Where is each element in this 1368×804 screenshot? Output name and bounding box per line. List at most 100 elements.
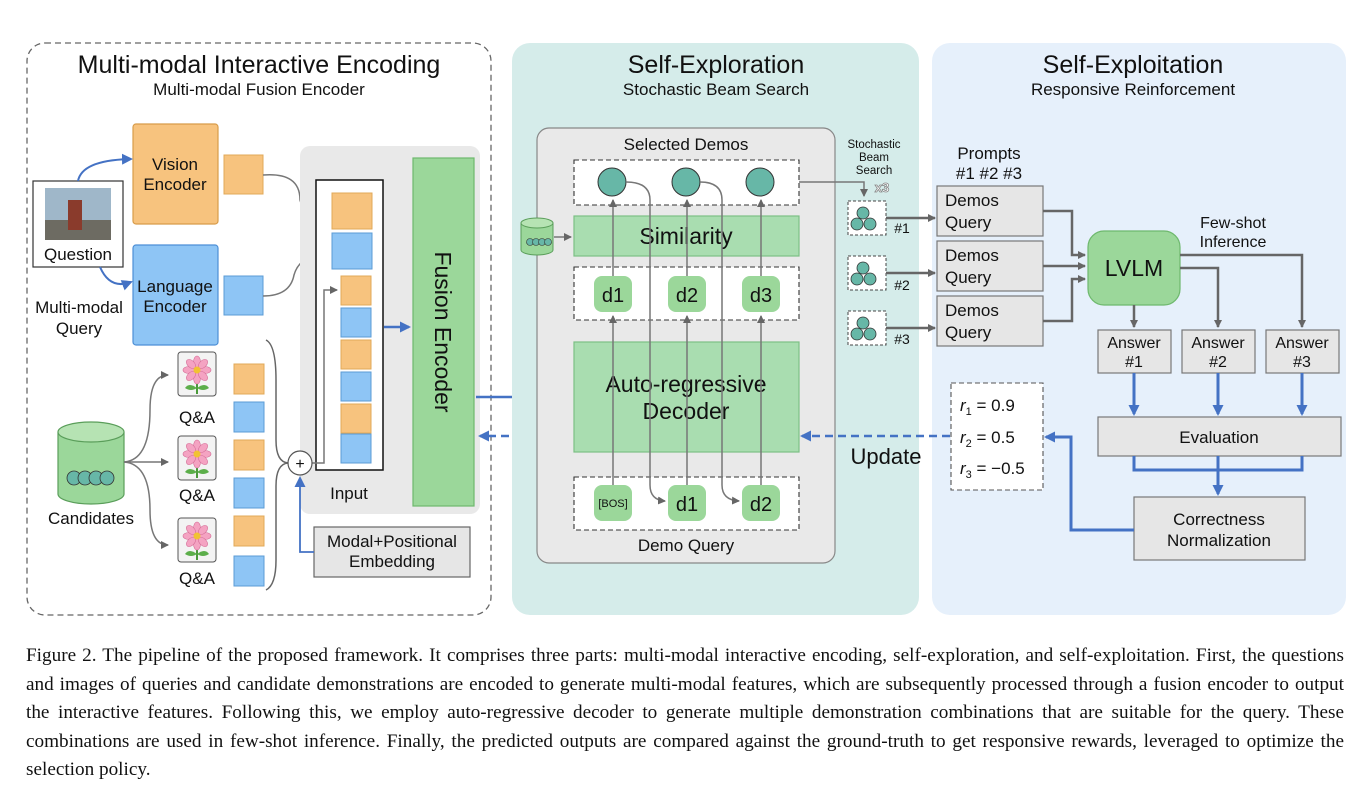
encoding-panel [26, 42, 492, 616]
lvlm-label: LVLM [1105, 255, 1163, 281]
prompt-2-box [936, 240, 1044, 292]
embedding-to-plus-arrow [294, 476, 314, 553]
beam-3-box [847, 310, 887, 346]
selected-demo-2 [671, 167, 701, 197]
selected-demo-3 [745, 167, 775, 197]
normalization-line1: Correctness [1173, 510, 1265, 529]
language-encoder-line2: Encoder [143, 297, 207, 316]
rewards-box [950, 382, 1044, 491]
demos-to-beam-arrow [799, 181, 868, 197]
candidate-feature-orange-3 [233, 515, 265, 547]
beam-1-box [847, 200, 887, 236]
answer-2-id: #2 [1209, 354, 1227, 371]
input-candidate-token-2 [340, 307, 372, 338]
answer-2-box [1181, 329, 1256, 374]
input-vision-token [331, 192, 373, 230]
input-candidate-token-6 [340, 433, 372, 464]
candidate-feature-orange-1 [233, 363, 265, 395]
embedding-line2: Embedding [349, 552, 435, 571]
beam-search-line3: Search [856, 165, 892, 177]
fusion-encoder-label: Fusion Encoder [430, 251, 456, 412]
candidates-database [57, 421, 125, 505]
reward-1: r1 = 0.9 [960, 396, 1015, 418]
qa-label-3: Q&A [179, 569, 216, 588]
question-to-language-arrow [99, 266, 133, 291]
query-token-bos-label: [BOS] [598, 498, 627, 510]
answers-to-evaluation-arrows [1128, 373, 1308, 416]
decoder-line1: Auto-regressive [605, 371, 766, 397]
fewshot-line1: Few-shot [1200, 215, 1266, 232]
query-token-bos [594, 485, 632, 521]
normalization-box [1133, 496, 1306, 561]
demo-token-d3-label: d3 [750, 285, 772, 307]
demo-query-label: Demo Query [638, 536, 735, 555]
fewshot-line2: Inference [1200, 234, 1267, 251]
question-to-vision-arrow [77, 153, 133, 182]
beam-search-line1: Stochastic [847, 139, 900, 151]
exploitation-subtitle: Responsive Reinforcement [1031, 80, 1235, 99]
query-token-d2 [742, 485, 780, 521]
exploitation-title: Self-Exploitation [1043, 51, 1224, 79]
prompt-1-query: Query [945, 213, 992, 232]
prompt-1-demos: Demos [945, 191, 999, 210]
fusion-encoder-box [412, 157, 475, 507]
normalization-to-rewards-arrow [1044, 431, 1134, 532]
language-encoder-line1: Language [137, 277, 213, 296]
beam-search-line2: Beam [859, 152, 889, 164]
answer-1-label: Answer [1107, 335, 1161, 352]
input-candidate-token-1 [340, 275, 372, 306]
embedding-box [313, 526, 471, 578]
demo-token-d3 [742, 276, 780, 312]
qa-label-1: Q&A [179, 408, 216, 427]
candidate-feature-orange-2 [233, 439, 265, 471]
prompt-2-query: Query [945, 268, 992, 287]
reward-2: r2 = 0.5 [960, 428, 1015, 450]
figure-caption: Figure 2. The pipeline of the proposed f… [26, 645, 1344, 781]
answer-3-label: Answer [1275, 335, 1329, 352]
candidate-feature-blue-1 [233, 401, 265, 433]
demo-token-d2-label: d2 [676, 285, 698, 307]
embedding-line1: Modal+Positional [327, 532, 457, 551]
similarity-label: Similarity [639, 223, 733, 249]
selected-demos-label: Selected Demos [624, 135, 749, 154]
demo-database [520, 217, 554, 256]
selected-demo-1 [597, 167, 627, 197]
query-token-d1-label: d1 [676, 494, 698, 516]
exploration-title: Self-Exploration [628, 51, 804, 79]
prompts-header-line1: Prompts [957, 144, 1020, 163]
beam-multiplier: x3 [875, 180, 889, 195]
vision-encoder-line1: Vision [152, 155, 198, 174]
prompt-3-query: Query [945, 323, 992, 342]
candidates-brace [265, 339, 289, 591]
candidate-image-3 [177, 517, 217, 563]
prompt-2-demos: Demos [945, 246, 999, 265]
candidate-image-1 [177, 351, 217, 397]
lvlm-to-answers-arrows [1130, 253, 1306, 328]
query-label-line1: Multi-modal [35, 298, 123, 317]
answer-3-id: #3 [1293, 354, 1311, 371]
demo-token-d1-label: d1 [602, 285, 624, 307]
plus-symbol: + [295, 456, 304, 473]
prompts-to-lvlm-arrows [1043, 209, 1086, 323]
question-image-object [68, 200, 82, 230]
answer-3-box [1265, 329, 1340, 374]
query-label-line2: Query [56, 319, 103, 338]
evaluation-label: Evaluation [1179, 428, 1258, 447]
language-encoder-box [132, 244, 219, 346]
beam-1-id: #1 [894, 220, 910, 236]
pipeline-diagram: Multi-modal Interactive Encoding Multi-m… [26, 42, 1346, 616]
token-flow-lines [609, 181, 765, 505]
demo-token-d2 [668, 276, 706, 312]
language-feature [223, 275, 264, 316]
evaluation-to-normalization-arrows [1132, 456, 1304, 494]
qa-label-2: Q&A [179, 486, 216, 505]
input-candidate-token-5 [340, 403, 372, 434]
input-language-token [331, 232, 373, 270]
encoding-title: Multi-modal Interactive Encoding [78, 51, 441, 79]
candidates-label: Candidates [48, 509, 134, 528]
decoder-line2: Decoder [643, 398, 730, 424]
demo-token-d1 [594, 276, 632, 312]
normalization-line2: Normalization [1167, 531, 1271, 550]
candidates-to-input-arrow [312, 286, 338, 464]
query-token-d2-label: d2 [750, 494, 772, 516]
